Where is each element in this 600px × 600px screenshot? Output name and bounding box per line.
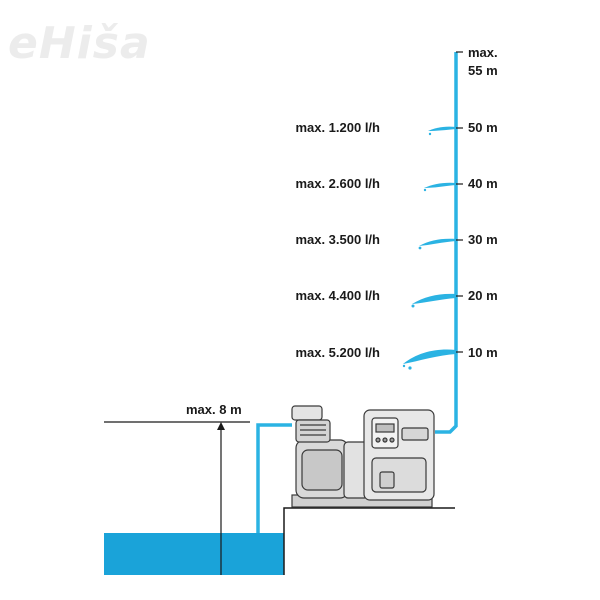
pump (291, 405, 435, 508)
height-ticks (456, 51, 463, 353)
height-label-50m: 50 m (468, 120, 498, 135)
max-height-label-line1: max. (468, 45, 498, 60)
max-height-label-line2: 55 m (468, 63, 498, 78)
jet-20m (412, 293, 456, 304)
suction-height-label: max. 8 m (186, 402, 242, 417)
suction-pipe (256, 423, 292, 533)
watermark-logo: eHiša (8, 18, 151, 69)
flow-label-30m: max. 3.500 l/h (295, 232, 380, 247)
height-label-20m: 20 m (468, 288, 498, 303)
flow-label-40m: max. 2.600 l/h (295, 176, 380, 191)
flow-label-10m: max. 5.200 l/h (295, 345, 380, 360)
water-jets (402, 126, 456, 370)
height-label-10m: 10 m (468, 345, 498, 360)
suction-arrow-head (217, 422, 225, 430)
height-label-40m: 40 m (468, 176, 498, 191)
jet-30m (419, 238, 456, 246)
height-label-30m: 30 m (468, 232, 498, 247)
water-reservoir (104, 533, 284, 575)
flow-label-50m: max. 1.200 l/h (295, 120, 380, 135)
ground-line (283, 507, 455, 575)
flow-label-20m: max. 4.400 l/h (295, 288, 380, 303)
jet-40m (424, 182, 456, 188)
jet-10m (403, 349, 456, 364)
display-panel (371, 417, 399, 449)
jet-50m (428, 126, 456, 131)
